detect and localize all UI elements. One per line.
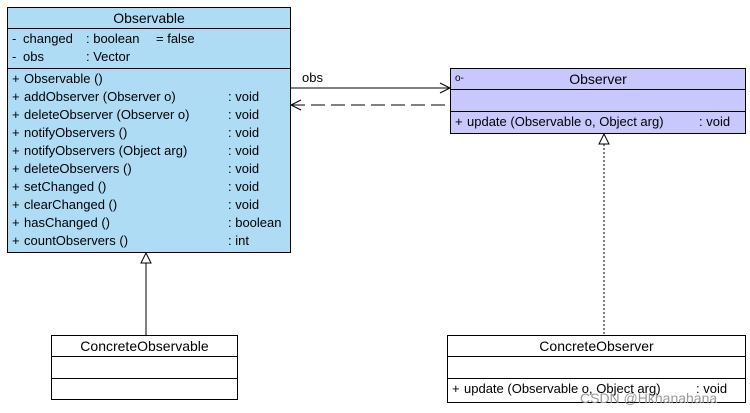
observable-title: Observable bbox=[8, 8, 290, 29]
observer-attributes bbox=[451, 90, 745, 112]
method-row: +deleteObserver (Observer o): void bbox=[12, 107, 260, 122]
concrete-observer-attributes bbox=[448, 357, 745, 379]
concrete-observable-methods bbox=[52, 379, 237, 400]
method-row: +notifyObservers (): void bbox=[12, 125, 260, 140]
observable-attributes: - changed : boolean = false - obs : Vect… bbox=[8, 29, 290, 69]
method-row: + update (Observable o, Object arg) : vo… bbox=[452, 381, 728, 396]
watermark-text: CSDN @Hkhanahana bbox=[580, 390, 718, 406]
method-row: +deleteObservers (): void bbox=[12, 161, 260, 176]
method-row: +notifyObservers (Object arg): void bbox=[12, 143, 260, 158]
method-row: +countObservers (): int bbox=[12, 233, 249, 248]
concrete-observable-title: ConcreteObservable bbox=[52, 336, 237, 357]
method-row: +hasChanged (): boolean bbox=[12, 215, 282, 230]
interface-stereotype-icon: o- bbox=[455, 73, 464, 84]
observer-methods: + update (Observable o, Object arg) : vo… bbox=[451, 112, 745, 131]
method-row: +setChanged (): void bbox=[12, 179, 260, 194]
observer-interface[interactable]: o- Observer + update (Observable o, Obje… bbox=[450, 68, 746, 134]
concrete-observable-class[interactable]: ConcreteObservable bbox=[51, 335, 238, 400]
observable-class[interactable]: Observable - changed : boolean = false -… bbox=[7, 7, 291, 253]
attribute-row: - obs : Vector bbox=[12, 49, 131, 64]
method-row: +clearChanged (): void bbox=[12, 197, 260, 212]
realization-triangle bbox=[598, 132, 610, 145]
concrete-observable-attributes bbox=[52, 357, 237, 379]
method-row: +addObserver (Observer o): void bbox=[12, 89, 260, 104]
concrete-observer-methods: + update (Observable o, Object arg) : vo… bbox=[448, 379, 745, 398]
dependency-arrowhead bbox=[289, 99, 302, 111]
concrete-observer-title: ConcreteObserver bbox=[448, 336, 745, 357]
method-row: +Observable () bbox=[12, 71, 103, 86]
observer-title: o- Observer bbox=[451, 69, 745, 90]
method-row: + update (Observable o, Object arg) : vo… bbox=[455, 114, 731, 129]
concrete-observer-class[interactable]: ConcreteObserver + update (Observable o,… bbox=[447, 335, 746, 403]
observable-methods: +Observable () +addObserver (Observer o):… bbox=[8, 69, 290, 250]
generalization-triangle bbox=[140, 251, 152, 264]
attribute-row: - changed : boolean = false bbox=[12, 31, 195, 46]
association-label: obs bbox=[302, 70, 323, 85]
